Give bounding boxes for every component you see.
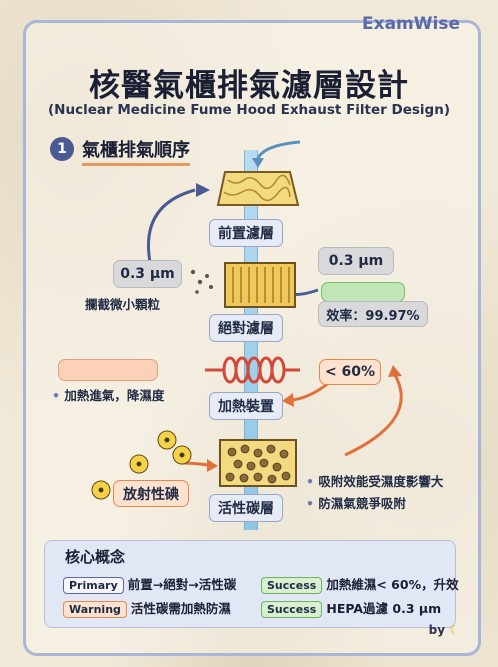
warning-tag: Warning — [63, 601, 127, 618]
brand-logo: ExamWise — [362, 14, 460, 34]
byline-text: by — [428, 623, 446, 637]
page-subtitle: (Nuclear Medicine Fume Hood Exhaust Filt… — [48, 102, 450, 118]
iodine-label: 放射性碘 — [113, 480, 189, 507]
heater-label: 加熱裝置 — [209, 392, 283, 420]
section-number: 1 — [50, 137, 74, 161]
section-title: 氣櫃排氣順序 — [82, 136, 190, 166]
heating-orange-bar — [58, 359, 158, 381]
humidity-limit-badge: < 60% — [319, 359, 381, 385]
core-item-1-text: 前置→絕對→活性碳 — [127, 577, 237, 592]
hepa-label: 絕對濾層 — [209, 314, 283, 342]
efficiency-bar — [321, 282, 405, 302]
carbon-label: 活性碳層 — [209, 494, 283, 522]
efficiency-badge: 效率：99.97% — [318, 301, 428, 327]
success-tag: Success — [261, 577, 323, 594]
core-item-3-text: 活性碳需加熱防濕 — [130, 601, 231, 616]
primary-tag: Primary — [63, 577, 124, 594]
heating-note: 加熱進氣，降濕度 — [52, 385, 164, 404]
left-size-caption: 攔截微小顆粒 — [85, 297, 161, 312]
carbon-note-2: 防濕氣競爭吸附 — [306, 493, 406, 512]
right-size-badge: 0.3 μm — [318, 247, 394, 275]
page-title: 核醫氣櫃排氣濾層設計 — [89, 68, 409, 104]
byline: by ☾ — [429, 623, 460, 637]
success-tag: Success — [261, 601, 323, 618]
prefilter-label: 前置濾層 — [209, 219, 283, 247]
banana-icon: ☾ — [449, 623, 460, 637]
core-item-2-text: 加熱維濕< 60%，升效 — [326, 577, 459, 592]
core-item-4-text: HEPA過濾 0.3 μm — [326, 601, 442, 616]
left-size-badge: 0.3 μm — [113, 260, 182, 288]
core-title: 核心概念 — [65, 548, 126, 566]
carbon-note-1: 吸附效能受濕度影響大 — [306, 471, 443, 490]
